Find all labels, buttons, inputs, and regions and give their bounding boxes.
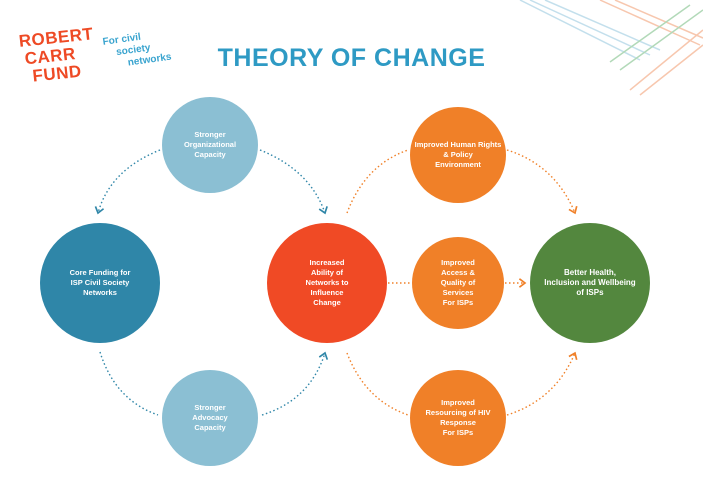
arrow-core-to-advocacy <box>99 351 159 416</box>
node-core-funding: Core Funding for ISP Civil Society Netwo… <box>40 223 160 343</box>
arrow-org-to-core <box>94 149 161 215</box>
node-advocacy-capacity: Stronger Advocacy Capacity <box>162 370 258 466</box>
arrow-influence-to-resourcing <box>346 352 409 416</box>
arrow-influence-to-rights <box>346 149 409 214</box>
node-access-services: Improved Access & Quality of Services Fo… <box>412 237 504 329</box>
node-human-rights: Improved Human Rights & Policy Environme… <box>410 107 506 203</box>
arrow-org-to-influence <box>259 149 328 215</box>
arrow-rights-to-outcome <box>506 149 578 215</box>
arrow-resourcing-to-outcome <box>506 351 578 416</box>
node-influence-change: Increased Ability of Networks to Influen… <box>267 223 387 343</box>
page-title: THEORY OF CHANGE <box>217 44 486 72</box>
decorative-stripes <box>519 0 703 96</box>
node-organizational-capacity: Stronger Organizational Capacity <box>162 97 258 193</box>
arrow-advocacy-to-influence <box>261 351 329 416</box>
node-hiv-resourcing: Improved Resourcing of HIV Response For … <box>410 370 506 466</box>
node-better-health: Better Health, Inclusion and Wellbeing o… <box>530 223 650 343</box>
